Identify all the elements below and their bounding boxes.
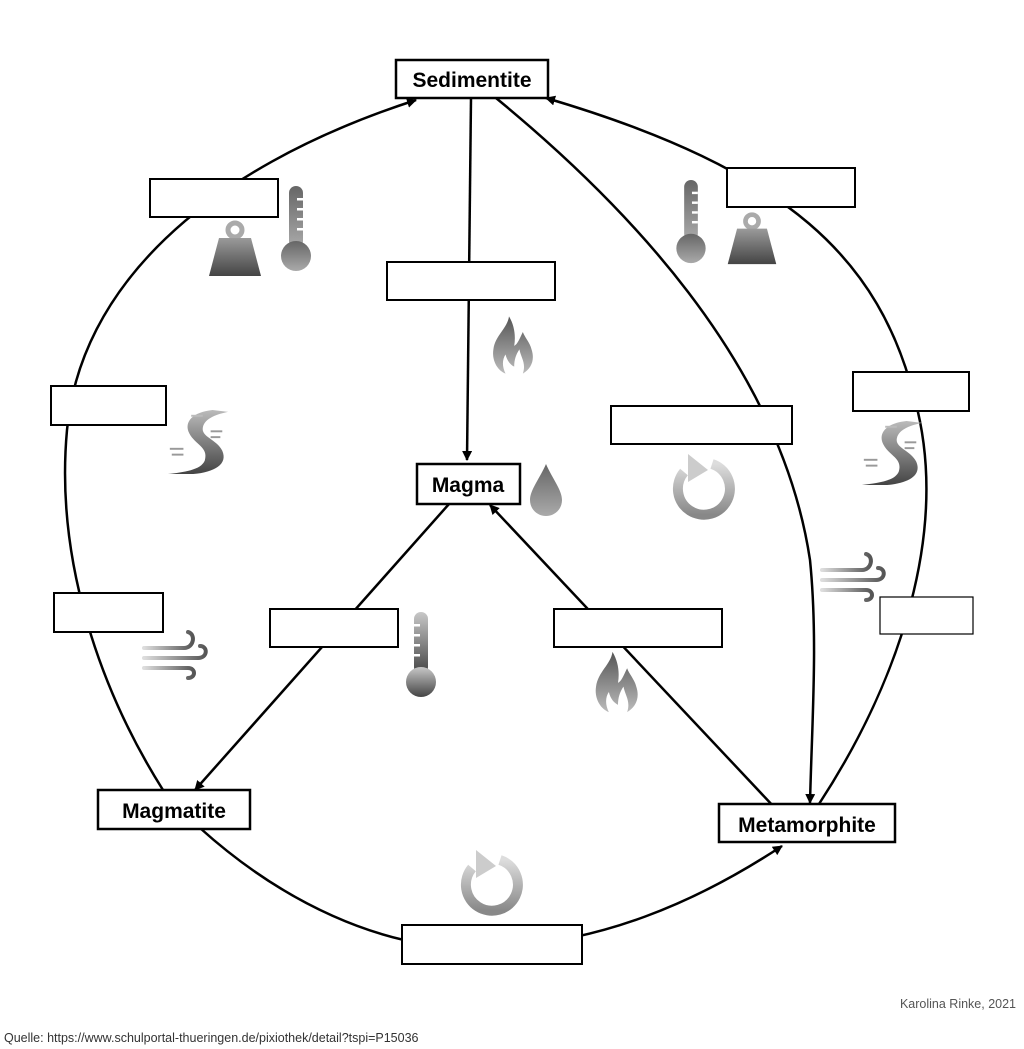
blank-label-boxes: [50, 167, 974, 965]
blank-box-magmatite-to-metamorphite[interactable]: [401, 924, 583, 965]
thermometer-icon: [281, 186, 311, 271]
river-icon: [860, 419, 924, 487]
node-label-metamorphite: Metamorphite: [738, 814, 876, 837]
blank-box-magmatite-sedimentite-lower[interactable]: [53, 592, 164, 633]
fire-icon: [493, 316, 533, 374]
wind-icon: [820, 552, 886, 602]
thermometer-icon: [676, 179, 706, 264]
river-icon: [166, 408, 230, 476]
node-label-magmatite: Magmatite: [122, 800, 226, 823]
blank-box-magmatite-sedimentite-upper[interactable]: [149, 178, 279, 218]
node-label-magma: Magma: [432, 474, 505, 497]
thermometer-icon: [406, 612, 436, 697]
blank-box-metamorphite-to-magma[interactable]: [553, 608, 723, 648]
fire-icon: [595, 651, 638, 713]
blank-box-sedimentite-to-metamorphite[interactable]: [610, 405, 793, 445]
blank-box-metamorphite-sedimentite-right[interactable]: [852, 371, 970, 412]
cycle-arrow-icon: [678, 454, 730, 515]
source-link-text: Quelle: https://www.schulportal-thuering…: [4, 1031, 419, 1045]
blank-box-magma-to-magmatite[interactable]: [269, 608, 399, 648]
blank-box-metamorphite-sedimentite-lower-right[interactable]: [879, 596, 974, 635]
weight-icon: [728, 215, 777, 264]
author-credit: Karolina Rinke, 2021: [899, 997, 1016, 1011]
node-magma: Magma: [415, 462, 522, 506]
blank-box-metamorphite-sedimentite-outer[interactable]: [726, 167, 856, 208]
weight-icon: [209, 223, 261, 276]
wind-icon: [142, 630, 208, 680]
node-magmatite: Magmatite: [96, 788, 252, 831]
edge-metamorphite-to-magma: [489, 504, 776, 809]
drop-icon: [530, 464, 562, 516]
node-label-sedimentite: Sedimentite: [412, 69, 531, 92]
edge-sedimentite-to-metamorphite: [495, 97, 816, 804]
blank-box-sedimentite-to-magma[interactable]: [386, 261, 556, 301]
node-metamorphite: Metamorphite: [717, 802, 897, 844]
cycle-arrow-icon: [466, 850, 518, 911]
node-sedimentite: Sedimentite: [394, 58, 550, 100]
blank-box-magmatite-sedimentite-mid[interactable]: [50, 385, 167, 426]
